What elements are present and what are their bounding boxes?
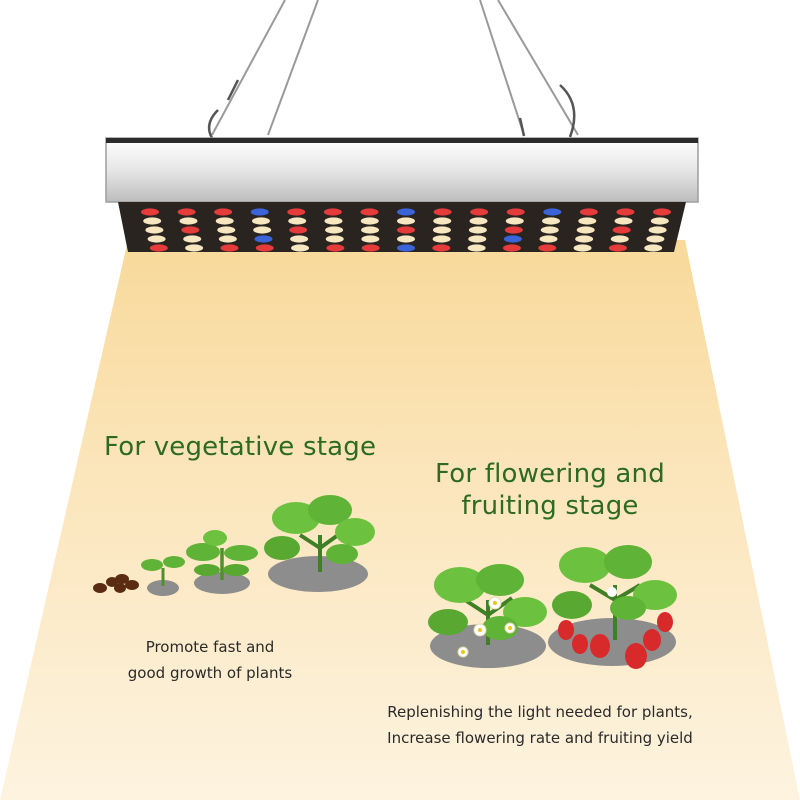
led-dot [432, 244, 451, 252]
led-dot [145, 226, 164, 234]
led-dot [181, 226, 200, 234]
led-dot [653, 208, 671, 216]
led-dot [610, 235, 629, 243]
led-dot [397, 235, 415, 243]
led-dot [506, 208, 525, 216]
led-dot [214, 208, 233, 216]
led-dot [433, 217, 452, 225]
led-dot [614, 217, 633, 225]
led-dot [251, 217, 270, 225]
led-dot [542, 217, 561, 225]
led-dot [503, 235, 522, 243]
led-dot [250, 208, 269, 216]
flowering-caption-line1: Replenishing the light needed for plants… [387, 703, 693, 721]
cable-hooks [207, 79, 576, 139]
led-dot [361, 235, 380, 243]
sprout-icon [141, 556, 185, 596]
led-dot [325, 235, 344, 243]
led-dot [579, 208, 598, 216]
led-dot [325, 226, 344, 234]
led-dot [324, 217, 343, 225]
led-dot [326, 244, 345, 252]
led-dot [644, 244, 663, 252]
led-dot [433, 208, 452, 216]
led-dot [648, 226, 667, 234]
led-dot [361, 226, 380, 234]
led-dot [573, 244, 592, 252]
led-dot [177, 208, 196, 216]
led-dot [141, 208, 159, 216]
led-dot [361, 244, 380, 252]
vegetative-growth-sequence [93, 495, 375, 596]
fruiting-plant-icon [548, 545, 677, 669]
led-dot [646, 235, 665, 243]
vegetative-caption-line2: good growth of plants [127, 664, 293, 682]
led-dot [540, 226, 559, 234]
led-dot [360, 217, 379, 225]
seedling-icon [186, 530, 258, 594]
led-dot [470, 208, 489, 216]
led-dot [397, 208, 415, 216]
led-dot [616, 208, 635, 216]
led-dot [183, 235, 202, 243]
led-dot [215, 217, 234, 225]
led-dot [254, 235, 273, 243]
led-dot [287, 208, 306, 216]
led-dot [218, 235, 237, 243]
led-dot [397, 217, 415, 225]
led-dot [291, 244, 310, 252]
led-dot [255, 244, 274, 252]
led-dot [575, 235, 594, 243]
seeds-icon [93, 574, 139, 593]
led-dot [397, 226, 415, 234]
led-dot [147, 235, 166, 243]
hanging-cables [211, 0, 579, 136]
led-dot [650, 217, 669, 225]
led-array [141, 208, 671, 252]
led-dot [253, 226, 272, 234]
led-dot [502, 244, 521, 252]
led-dot [179, 217, 198, 225]
panel-frame [105, 137, 699, 203]
led-dot [288, 217, 307, 225]
led-dot [543, 208, 562, 216]
led-dot [217, 226, 236, 234]
vegetative-caption: Promote fast and good growth of plants [100, 634, 320, 686]
led-dot [576, 226, 595, 234]
led-dot [397, 244, 415, 252]
flowering-heading-line2: fruiting stage [461, 491, 639, 521]
led-dot [469, 217, 488, 225]
led-dot [290, 235, 309, 243]
led-dot [143, 217, 162, 225]
flowering-caption-line2: Increase flowering rate and fruiting yie… [387, 729, 693, 747]
vegetative-caption-line1: Promote fast and [145, 638, 275, 656]
young-plant-icon [264, 495, 375, 592]
led-dot [432, 235, 451, 243]
flowering-heading-line1: For flowering and [435, 459, 665, 489]
led-dot [608, 244, 627, 252]
flowering-caption: Replenishing the light needed for plants… [370, 699, 710, 751]
vegetative-stage-heading: For vegetative stage [104, 432, 377, 462]
led-dot [323, 208, 342, 216]
led-dot [185, 244, 204, 252]
led-dot [538, 244, 557, 252]
led-dot [468, 226, 487, 234]
led-dot [612, 226, 631, 234]
led-dot [504, 226, 523, 234]
led-dot [468, 235, 487, 243]
flowering-stage-heading: For flowering and fruiting stage [430, 458, 670, 522]
led-dot [505, 217, 524, 225]
led-dot [467, 244, 486, 252]
led-dot [360, 208, 379, 216]
led-dot [289, 226, 308, 234]
led-dot [432, 226, 451, 234]
led-dot [578, 217, 597, 225]
led-dot [149, 244, 168, 252]
led-dot [539, 235, 558, 243]
flowering-plant-icon [428, 564, 547, 668]
led-dot [220, 244, 239, 252]
